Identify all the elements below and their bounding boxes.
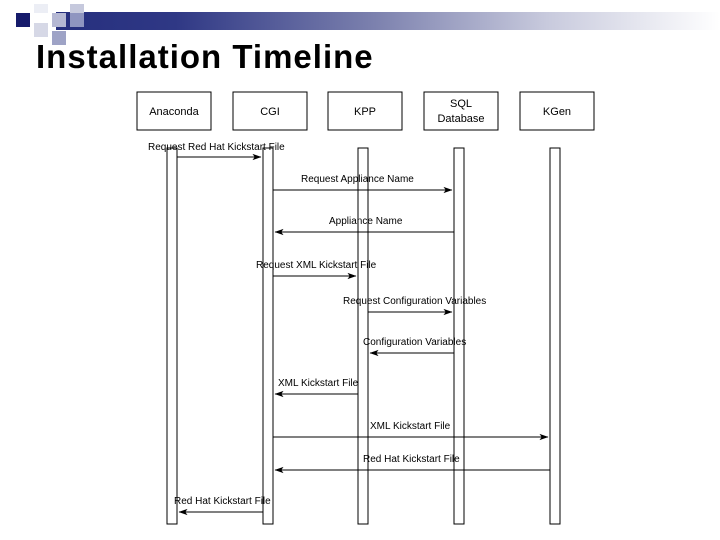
message-9[interactable]: Red Hat Kickstart File: [274, 454, 550, 474]
message-10[interactable]: Red Hat Kickstart File: [174, 496, 271, 516]
message-6-label: Configuration Variables: [363, 337, 466, 348]
activation-bar-kgen: [549, 147, 561, 525]
activation-bar-kpp: [357, 147, 369, 525]
header-square-mid: [52, 13, 66, 27]
message-7[interactable]: XML Kickstart File: [274, 378, 359, 398]
participant-label-sql-database-line2: Database: [437, 113, 484, 125]
header-square-dark: [16, 13, 30, 27]
message-8[interactable]: XML Kickstart File: [273, 421, 549, 441]
message-5[interactable]: Request Configuration Variables: [343, 296, 486, 316]
message-4-label: Request XML Kickstart File: [256, 260, 377, 271]
slide-header-decoration: [0, 0, 720, 45]
header-square-lower: [52, 31, 66, 45]
participant-box-anaconda[interactable]: Anaconda: [136, 91, 212, 131]
message-5-label: Request Configuration Variables: [343, 296, 486, 307]
header-square-top-left: [34, 4, 48, 13]
message-9-label: Red Hat Kickstart File: [363, 454, 460, 465]
message-1-label: Request Red Hat Kickstart File: [148, 142, 285, 153]
activation-bar-sql-database: [453, 147, 465, 525]
message-3-label: Appliance Name: [329, 216, 403, 227]
activation-bar-cgi: [262, 147, 274, 525]
message-4[interactable]: Request XML Kickstart File: [256, 260, 377, 280]
message-2-label: Request Appliance Name: [301, 174, 414, 185]
page-title: Installation Timeline: [36, 38, 374, 75]
participant-label-cgi: CGI: [260, 106, 280, 118]
header-square-right: [70, 13, 84, 27]
message-2[interactable]: Request Appliance Name: [273, 174, 453, 194]
header-gradient-bar: [56, 12, 720, 30]
participant-box-kpp[interactable]: KPP: [327, 91, 403, 131]
participant-label-kgen: KGen: [543, 106, 571, 118]
message-3[interactable]: Appliance Name: [274, 216, 454, 236]
participant-box-kgen[interactable]: KGen: [519, 91, 595, 131]
activation-bar-anaconda: [166, 147, 178, 525]
participant-label-sql-database-line1: SQL: [450, 98, 472, 110]
participant-label-kpp: KPP: [354, 106, 376, 118]
message-6[interactable]: Configuration Variables: [363, 337, 466, 357]
participant-label-anaconda: Anaconda: [149, 106, 199, 118]
message-8-label: XML Kickstart File: [370, 421, 451, 432]
message-7-label: XML Kickstart File: [278, 378, 359, 389]
participant-box-cgi[interactable]: CGI: [232, 91, 308, 131]
message-1[interactable]: Request Red Hat Kickstart File: [148, 142, 285, 161]
header-square-top-right: [70, 4, 84, 13]
participant-box-sql-database[interactable]: SQL Database: [423, 91, 499, 131]
header-square-pale: [34, 23, 48, 37]
message-10-label: Red Hat Kickstart File: [174, 496, 271, 507]
